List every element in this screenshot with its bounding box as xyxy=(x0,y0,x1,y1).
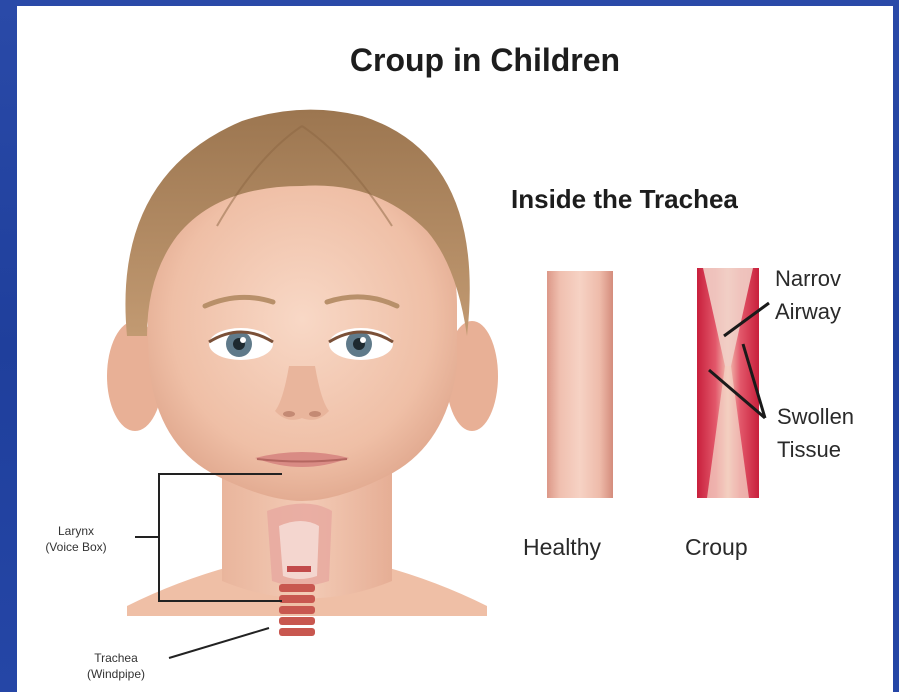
diagram-canvas: Croup in Children Inside the Trachea Lar… xyxy=(17,6,893,692)
larynx-label-line1: Larynx xyxy=(17,523,135,539)
swollen-tissue-label: Swollen Tissue xyxy=(777,400,854,466)
trachea-label-line2: (Windpipe) xyxy=(57,666,175,682)
larynx-label-line2: (Voice Box) xyxy=(17,539,135,555)
trachea-label-line1: Trachea xyxy=(57,650,175,666)
trachea-rings xyxy=(279,584,315,636)
trachea-callout-line xyxy=(169,628,269,658)
healthy-trachea xyxy=(547,271,613,498)
larynx-cutaway xyxy=(267,504,332,587)
healthy-label: Healthy xyxy=(523,534,601,561)
child-face xyxy=(147,171,457,501)
larynx-label: Larynx (Voice Box) xyxy=(17,523,135,555)
croup-trachea xyxy=(697,268,759,498)
narrow-airway-line2: Airway xyxy=(775,295,841,328)
diagram-title: Croup in Children xyxy=(17,42,893,79)
illustration-svg xyxy=(17,6,893,692)
narrow-airway-line1: Narrov xyxy=(775,262,841,295)
croup-label: Croup xyxy=(685,534,748,561)
swollen-tissue-line2: Tissue xyxy=(777,433,854,466)
diagram-subtitle: Inside the Trachea xyxy=(511,184,738,215)
narrow-airway-label: Narrov Airway xyxy=(775,262,841,328)
trachea-label: Trachea (Windpipe) xyxy=(57,650,175,682)
swollen-tissue-line1: Swollen xyxy=(777,400,854,433)
